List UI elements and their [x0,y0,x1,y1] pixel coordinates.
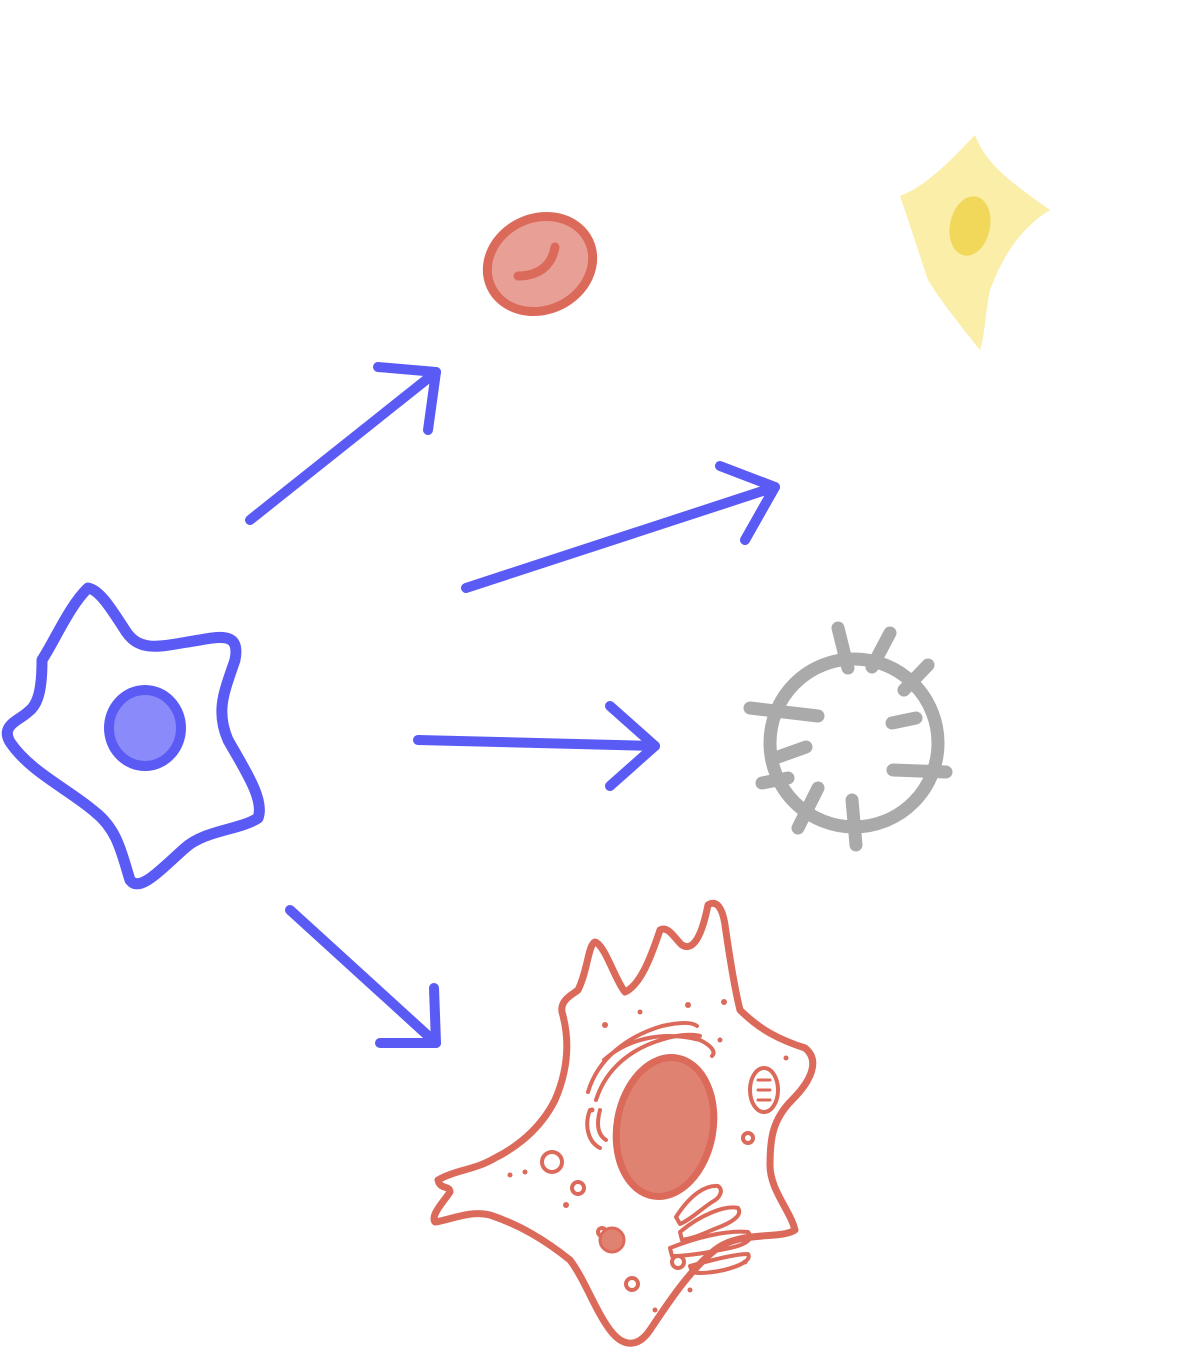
endoplasmic-reticulum [585,1021,716,1150]
neuron-dendrite-1b [762,105,838,124]
neuron-dendrite-2 [783,260,930,290]
neuron-dendrite-1 [735,65,910,205]
stem-cell-nucleus [104,685,186,771]
animal-cell-nucleus [612,1054,718,1200]
vesicles [540,1131,755,1292]
neuron-dendrite-3b [984,20,987,45]
stem-cell-membrane [1,582,265,890]
stem-cell-icon [1,582,265,890]
arrow-to-immune-cell [413,701,660,791]
neuron-dendrite-3c [965,95,980,135]
arrow-to-tissue-cell [285,905,441,1048]
neuron-axon-terminal-1 [975,900,1005,1148]
neuron-axon [952,330,1110,995]
white-blood-cell-villi [743,621,953,852]
neuron-dendrite-1c [876,93,884,160]
arrow-to-neuron [461,461,780,593]
mitochondrion [748,1066,780,1114]
neuron-dendrite-5 [1050,130,1172,210]
animal-cell-membrane [430,899,817,1347]
neuron-axon-terminal-2 [1000,1030,1045,1088]
neuron-dendrite-3 [960,8,1018,155]
arrows [245,362,780,1048]
red-blood-cell-dimple [513,242,560,281]
golgi-apparatus [668,1183,753,1276]
neuron-icon [735,8,1172,1148]
neuron-dendrite-4 [1000,100,1108,175]
neuron-dendrite-5b [1118,150,1134,185]
cytoplasm-granules [507,999,789,1313]
neuron-dendrite-4b [1060,82,1065,125]
neuron-nucleus [949,196,991,256]
animal-cell-icon [430,899,817,1347]
arrow-to-red-blood-cell [245,362,441,525]
neuron-dendrite-2c [920,262,922,285]
red-blood-cell-body [482,211,598,317]
lysosome [598,1226,626,1254]
neuron-dendrite-2b [829,240,850,285]
red-blood-cell-icon [482,211,598,317]
white-blood-cell-icon [743,621,953,852]
